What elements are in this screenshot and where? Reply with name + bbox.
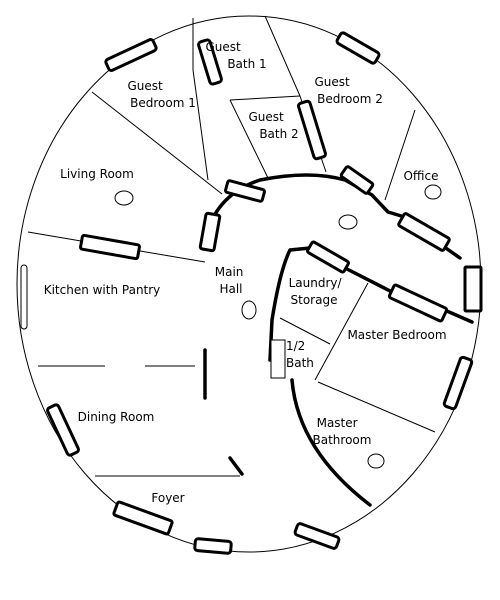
label-dining-room: Dining Room	[78, 410, 155, 424]
window-lower-right	[442, 355, 474, 411]
label-guest-bath-2: Guest Bath 2	[248, 110, 298, 141]
light-main-hall	[241, 300, 257, 320]
window-bottom-right	[293, 522, 341, 550]
window-bottom	[193, 537, 233, 555]
door-laundry	[306, 240, 350, 274]
door-guest-bedroom-2	[339, 165, 375, 195]
window-guest-bath-1	[197, 38, 223, 86]
label-guest-bath-1: Guest Bath 1	[205, 40, 266, 71]
label-living-room: Living Room	[60, 167, 134, 181]
label-guest-bedroom-1: Guest Bedroom 1	[127, 79, 195, 110]
door-foyer	[112, 500, 174, 536]
label-foyer: Foyer	[151, 491, 184, 505]
door-master-bedroom	[387, 283, 449, 323]
window-top-right	[335, 31, 381, 65]
label-half-bath: 1/2 Bath	[286, 339, 314, 370]
light-office	[424, 184, 442, 200]
light-guest-bedroom-2	[338, 214, 358, 230]
light-master-bathroom	[367, 453, 385, 469]
label-master-bedroom: Master Bedroom	[347, 328, 446, 342]
window-left	[20, 264, 28, 330]
label-master-bathroom: Master Bathroom	[313, 416, 372, 447]
label-laundry-storage: Laundry/ Storage	[289, 276, 346, 307]
label-kitchen: Kitchen with Pantry	[44, 283, 161, 297]
door-living-room	[198, 211, 222, 253]
window-dining-room	[46, 403, 80, 457]
label-office: Office	[403, 169, 438, 183]
windows-and-doors	[20, 31, 483, 555]
door-guest-bath-2	[297, 99, 327, 161]
window-right	[463, 265, 483, 313]
label-guest-bedroom-2: Guest Bedroom 2	[314, 75, 382, 106]
door-half-bath	[270, 339, 286, 379]
door-kitchen	[79, 233, 141, 261]
label-main-hall: Main Hall	[215, 265, 247, 296]
light-living-room	[114, 190, 134, 206]
ceiling-fixtures	[114, 184, 442, 469]
window-top-left	[104, 38, 158, 72]
door-hall-top	[224, 179, 266, 203]
door-office	[397, 212, 451, 252]
room-labels: Guest Bath 1 Guest Bedroom 1 Guest Bedro…	[44, 40, 447, 505]
